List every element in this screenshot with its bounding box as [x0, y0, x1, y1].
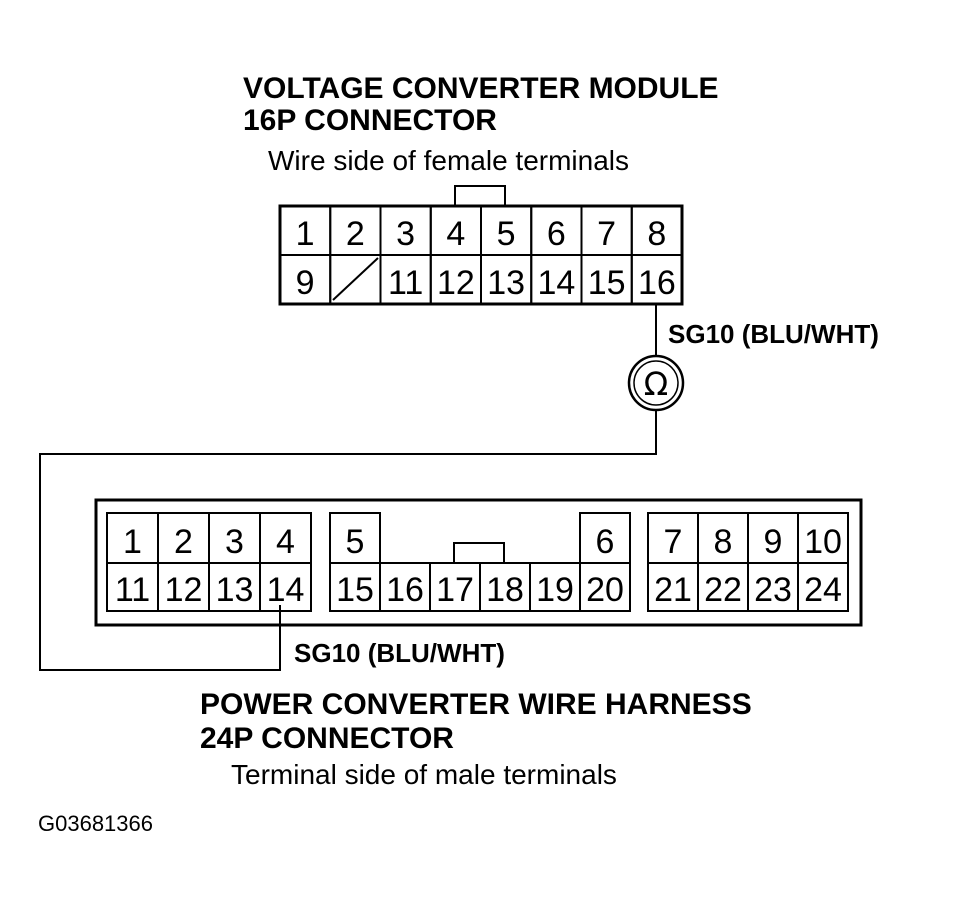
- connector-24p-title-line1: POWER CONVERTER WIRE HARNESS: [200, 688, 752, 721]
- pin-24p-4: 4: [276, 523, 295, 561]
- pin-16p-14: 14: [537, 264, 575, 302]
- pin-24p-10: 10: [804, 523, 842, 561]
- pin-24p-16: 16: [386, 571, 424, 609]
- pin-24p-20: 20: [586, 571, 624, 609]
- connector-24p-body: [94, 498, 863, 627]
- pin-24p-8: 8: [714, 523, 733, 561]
- pin-16p-9: 9: [296, 264, 315, 302]
- pin-24p-1: 1: [123, 523, 142, 561]
- pin-24p-15: 15: [336, 571, 374, 609]
- pin-16p-6: 6: [547, 215, 566, 253]
- connector-16p-title-line2: 16P CONNECTOR: [243, 104, 497, 137]
- pin-16p-4: 4: [446, 215, 465, 253]
- pin-16p-7: 7: [597, 215, 616, 253]
- pin-16p-8: 8: [647, 215, 666, 253]
- connector-24p-lock-tab: [453, 542, 505, 564]
- pin-16p-3: 3: [396, 215, 415, 253]
- pin-24p-22: 22: [704, 571, 742, 609]
- wire-top-label: SG10 (BLU/WHT): [668, 319, 879, 349]
- pin-24p-18: 18: [486, 571, 524, 609]
- connector-24p-subtitle: Terminal side of male terminals: [231, 759, 617, 790]
- connector-16p-empty-cavity-slash: [332, 257, 379, 301]
- ohmmeter-inner-ring: [633, 360, 679, 406]
- pin-16p-13: 13: [487, 264, 525, 302]
- pin-24p-12: 12: [165, 571, 203, 609]
- pin-24p-24-cell: [797, 562, 849, 612]
- pin-24p-2: 2: [174, 523, 193, 561]
- wire-bottom-label: SG10 (BLU/WHT): [294, 638, 505, 668]
- pin-24p-11: 11: [115, 571, 150, 609]
- connector-16p-title-line1: VOLTAGE CONVERTER MODULE: [243, 72, 719, 105]
- ohm-icon: Ω: [644, 365, 668, 403]
- pin-24p-14: 14: [267, 571, 305, 609]
- pin-16p-5: 5: [497, 215, 516, 253]
- pin-24p-13: 13: [216, 571, 254, 609]
- connector-16p-subtitle: Wire side of female terminals: [268, 145, 629, 176]
- pin-24p-3: 3: [225, 523, 244, 561]
- pin-24p-20-cell: [579, 562, 631, 612]
- pin-24p-9: 9: [764, 523, 783, 561]
- pin-24p-24: 24: [804, 571, 842, 609]
- pin-24p-23: 23: [754, 571, 792, 609]
- connector-16p-lock-tab: [454, 185, 506, 207]
- pin-24p-7: 7: [664, 523, 683, 561]
- pin-24p-14-cell: [259, 562, 312, 612]
- pin-24p-5: 5: [346, 523, 365, 561]
- pin-24p-17: 17: [436, 571, 474, 609]
- pin-24p-6: 6: [596, 523, 615, 561]
- figure-id: G03681366: [38, 811, 153, 836]
- pin-16p-16: 16: [638, 264, 676, 302]
- pin-16p-1: 1: [296, 215, 315, 253]
- wire-meter-to-24p: [39, 410, 657, 671]
- pin-16p-12: 12: [437, 264, 475, 302]
- pin-24p-19: 19: [536, 571, 574, 609]
- pin-16p-11: 11: [388, 264, 423, 302]
- pin-24p-21: 21: [654, 571, 692, 609]
- connector-24p-title-line2: 24P CONNECTOR: [200, 722, 454, 755]
- pin-16p-2: 2: [346, 215, 365, 253]
- pin-16p-15: 15: [588, 264, 626, 302]
